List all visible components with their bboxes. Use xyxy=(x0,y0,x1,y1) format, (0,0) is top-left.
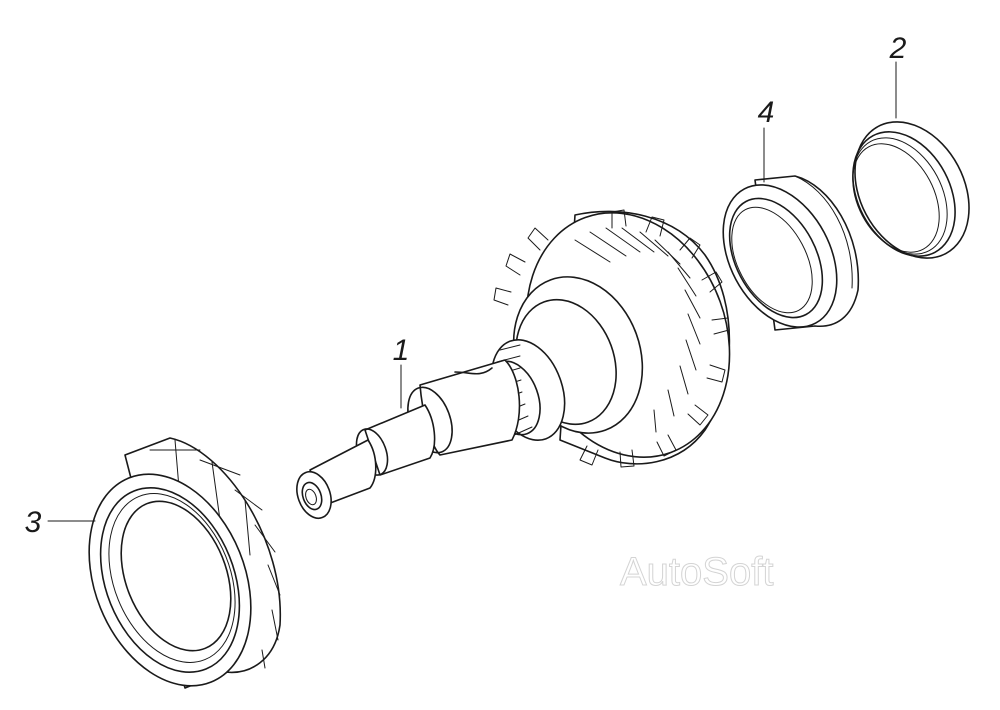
callout-3-label: 3 xyxy=(25,506,42,539)
race-part xyxy=(722,175,860,331)
bearing-part xyxy=(88,437,281,689)
shaft-gear-part xyxy=(296,209,731,520)
callout-1-label: 1 xyxy=(393,334,410,367)
watermark-text: AutoSoft xyxy=(620,550,773,594)
outer-ring-part xyxy=(852,121,970,259)
callout-2-label: 2 xyxy=(889,32,907,65)
callout-4-label: 4 xyxy=(758,96,775,129)
